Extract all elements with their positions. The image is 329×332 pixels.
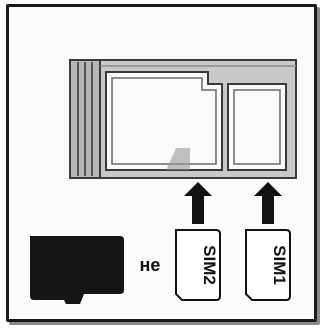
sim-tray-icon — [69, 59, 297, 179]
sim-card-icon: SIM2 — [175, 229, 221, 301]
sim2-label: SIM2 — [200, 245, 219, 285]
arrow-up-icon — [254, 182, 282, 224]
microsd-card-icon — [30, 236, 124, 304]
arrow-up-icon — [184, 182, 212, 224]
sim1-label: SIM1 — [270, 245, 289, 285]
not-label: не — [140, 255, 161, 275]
sim-card-icon: SIM1 — [245, 229, 291, 301]
